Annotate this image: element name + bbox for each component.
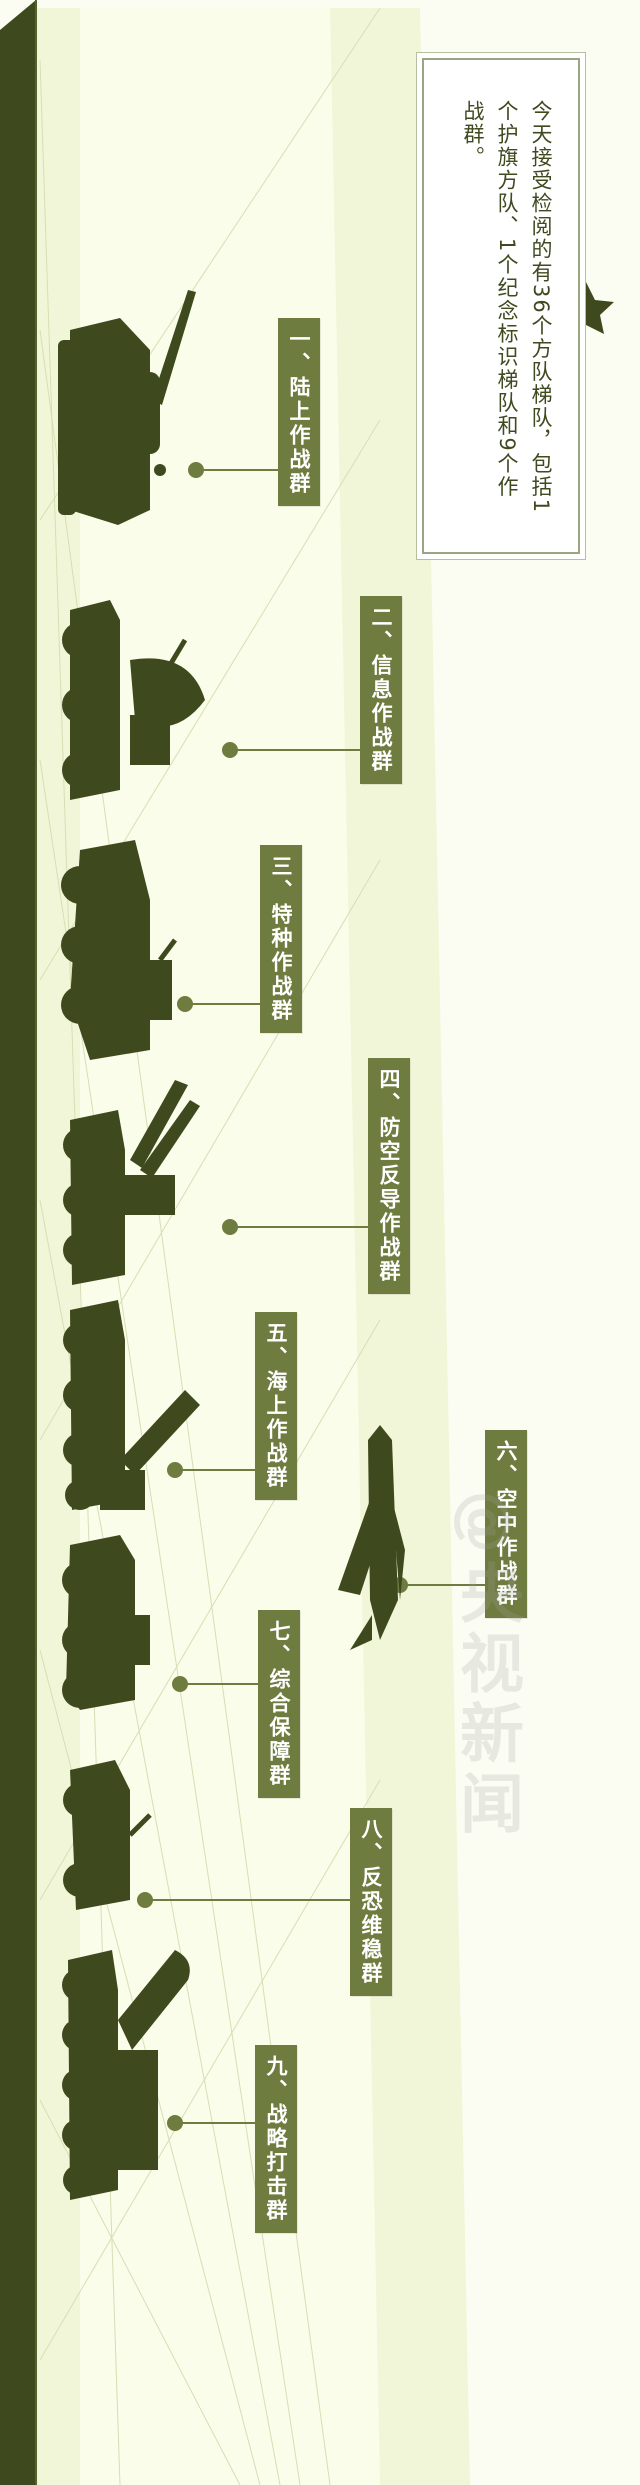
watermark: @央视新闻 xyxy=(449,1490,523,1840)
strategic-missile-icon xyxy=(62,1950,190,2200)
group-label-9: 九、战略打击群 xyxy=(255,2045,297,2233)
group-label-6: 六、空中作战群 xyxy=(485,1430,527,1618)
group-label-4: 四、防空反导作战群 xyxy=(368,1058,410,1294)
armored-vehicle-icon xyxy=(61,840,177,1060)
fighter-jet-icon xyxy=(338,1425,405,1650)
transport-truck-icon xyxy=(62,1535,150,1710)
group-label-5: 五、海上作战群 xyxy=(255,1312,297,1500)
patrol-vehicle-icon xyxy=(63,1760,152,1910)
intro-box: 今天接受检阅的有36个方队梯队，包括1个护旗方队、1个纪念标识梯队和9个作战群。 xyxy=(422,58,580,554)
ground-highlight xyxy=(80,8,380,2485)
radar-vehicle-icon xyxy=(62,600,205,800)
missile-launcher-icon xyxy=(63,1300,200,1510)
intro-text: 今天接受检阅的有36个方队梯队，包括1个护旗方队、1个纪念标识梯队和9个作战群。 xyxy=(461,100,553,515)
parade-wall xyxy=(0,0,36,2485)
group-label-7: 七、综合保障群 xyxy=(258,1610,300,1798)
launcher-icon xyxy=(63,1080,200,1285)
tank-icon xyxy=(58,290,196,525)
connectors xyxy=(137,462,485,2131)
group-label-1: 一、陆上作战群 xyxy=(278,318,320,506)
group-label-2: 二、信息作战群 xyxy=(360,596,402,784)
group-label-3: 三、特种作战群 xyxy=(260,845,302,1033)
group-label-8: 八、反恐维稳群 xyxy=(350,1808,392,1996)
